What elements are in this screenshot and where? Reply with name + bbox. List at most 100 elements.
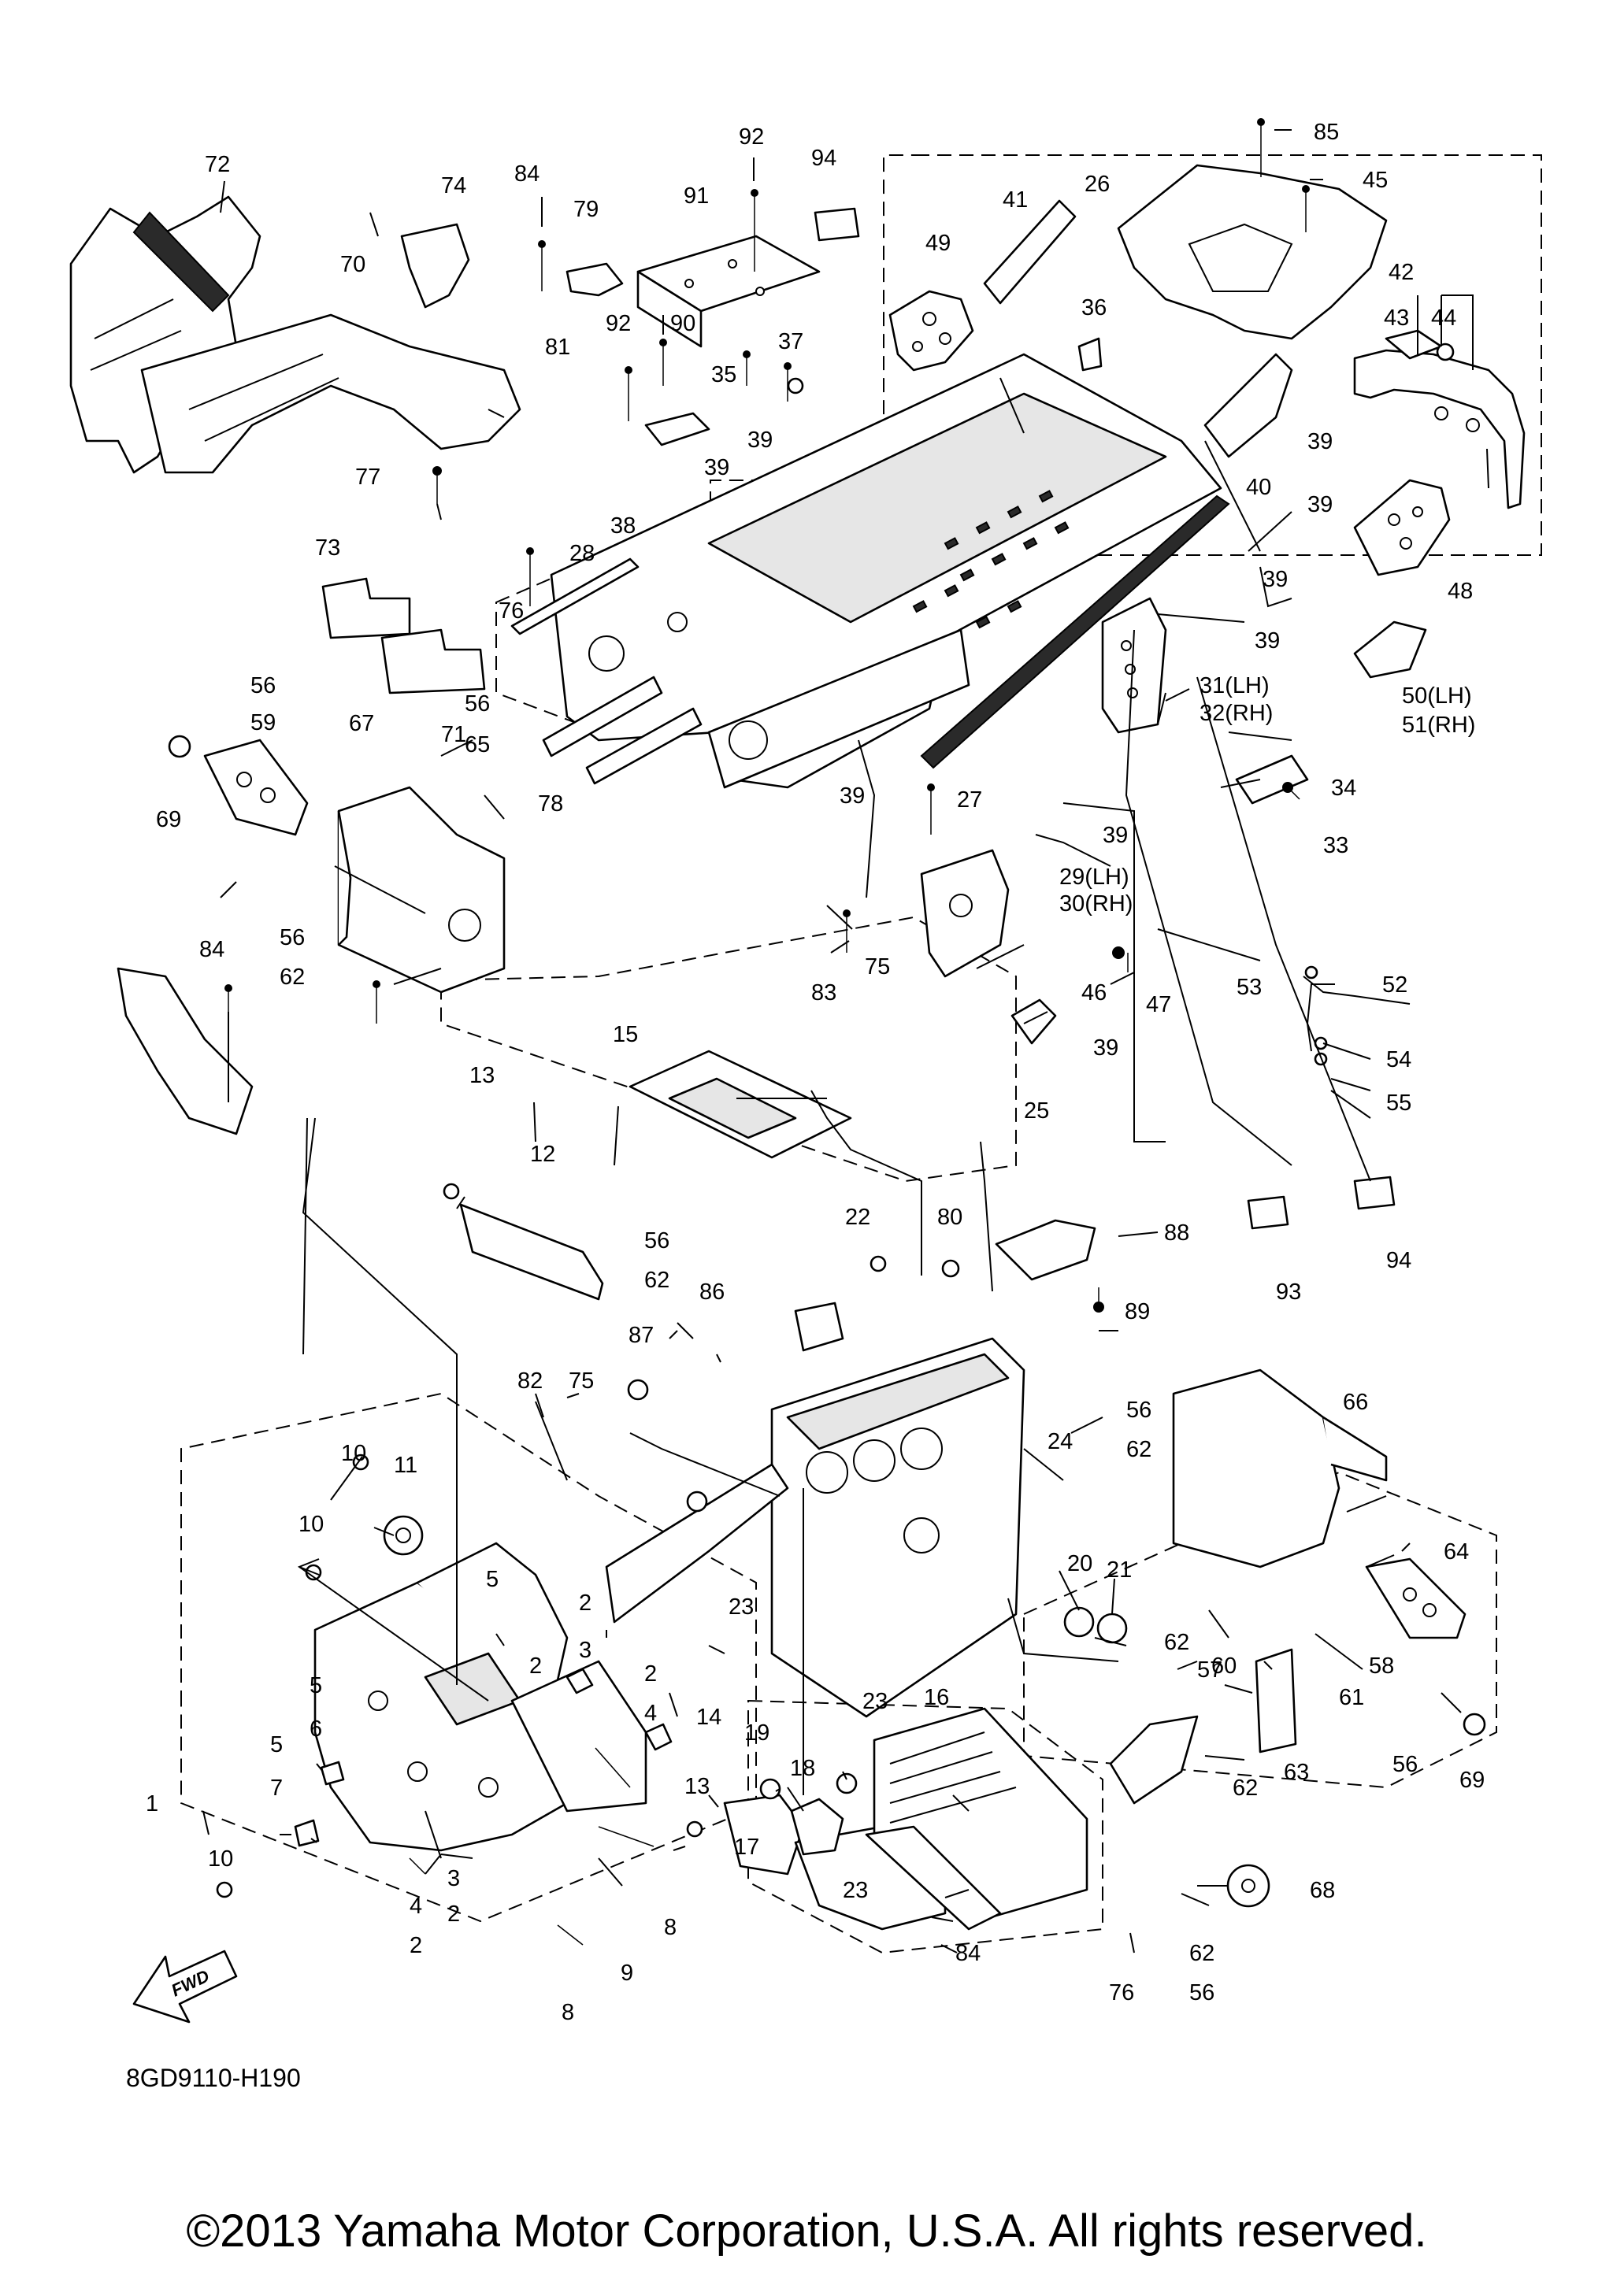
callout-63: 63 bbox=[1284, 1760, 1309, 1785]
callout-92: 92 bbox=[606, 311, 631, 336]
callout-56: 56 bbox=[1392, 1752, 1418, 1777]
grommet-69-left-part bbox=[168, 735, 191, 758]
bushing-17-part bbox=[790, 1798, 844, 1856]
callout-56: 56 bbox=[250, 673, 276, 698]
callout-1: 1 bbox=[146, 1791, 158, 1816]
callout-45: 45 bbox=[1363, 168, 1388, 193]
nose-cover-part bbox=[69, 195, 261, 474]
bracket-31-32-part bbox=[1101, 597, 1167, 734]
callout-4: 4 bbox=[644, 1701, 657, 1726]
callout-3: 3 bbox=[447, 1866, 460, 1891]
callout-50-lh: 50(LH) bbox=[1402, 683, 1472, 709]
callout-14: 14 bbox=[696, 1705, 721, 1730]
callout-60: 60 bbox=[1211, 1653, 1237, 1679]
bearing-20-part bbox=[1063, 1606, 1095, 1638]
label-94-part bbox=[1353, 1176, 1396, 1210]
callout-10: 10 bbox=[208, 1846, 233, 1872]
bar-12-part bbox=[459, 1203, 604, 1301]
callout-69: 69 bbox=[1459, 1768, 1485, 1793]
bracket-61-part bbox=[1255, 1648, 1297, 1753]
callout-12: 12 bbox=[530, 1142, 555, 1167]
callout-5: 5 bbox=[486, 1567, 499, 1592]
callout-25: 25 bbox=[1024, 1098, 1049, 1124]
bushing-6-part bbox=[320, 1761, 345, 1786]
center-frame-part bbox=[770, 1302, 1025, 1718]
callout-40: 40 bbox=[1246, 475, 1271, 500]
callout-53: 53 bbox=[1237, 975, 1262, 1000]
callout-62: 62 bbox=[644, 1268, 669, 1293]
hub-68-part bbox=[1226, 1864, 1270, 1908]
callout-56: 56 bbox=[280, 925, 305, 950]
bracket-41-part bbox=[983, 199, 1077, 305]
callout-69: 69 bbox=[156, 807, 181, 832]
callout-21: 21 bbox=[1107, 1557, 1132, 1583]
callout-39: 39 bbox=[1103, 823, 1128, 848]
callout-76: 76 bbox=[499, 598, 524, 624]
callout-39: 39 bbox=[1093, 1035, 1118, 1061]
clip-79-part bbox=[565, 262, 624, 297]
suspension-bracket-part bbox=[313, 1542, 647, 1852]
bumper-67-part bbox=[337, 786, 506, 994]
callout-39: 39 bbox=[1307, 492, 1333, 517]
callout-84: 84 bbox=[955, 1941, 981, 1966]
tunnel-frame-part bbox=[550, 353, 1222, 789]
rail-78-part bbox=[542, 676, 703, 785]
callout-23: 23 bbox=[843, 1878, 868, 1903]
callout-39: 39 bbox=[1255, 628, 1280, 654]
callout-66: 66 bbox=[1343, 1390, 1368, 1415]
callout-4: 4 bbox=[410, 1894, 422, 1919]
shroud-84-left-part bbox=[117, 967, 254, 1135]
callout-75: 75 bbox=[865, 954, 890, 980]
callout-70: 70 bbox=[340, 252, 365, 277]
callout-65: 65 bbox=[465, 732, 490, 757]
grommet-69-right-part bbox=[1463, 1713, 1486, 1736]
callout-49: 49 bbox=[925, 231, 951, 256]
callout-23: 23 bbox=[729, 1594, 754, 1620]
callout-90: 90 bbox=[670, 311, 695, 336]
group-boundary-center-frame bbox=[440, 916, 1017, 1183]
callout-48: 48 bbox=[1448, 579, 1473, 604]
callout-31-lh: 31(LH) bbox=[1200, 673, 1270, 698]
callout-46: 46 bbox=[1081, 980, 1107, 1005]
callout-85: 85 bbox=[1314, 120, 1339, 145]
hood-panel-part bbox=[140, 313, 521, 474]
callout-6: 6 bbox=[310, 1716, 322, 1742]
callout-88: 88 bbox=[1164, 1220, 1189, 1246]
plate-91-part bbox=[636, 235, 821, 348]
callout-22: 22 bbox=[845, 1205, 870, 1230]
callout-2: 2 bbox=[644, 1661, 657, 1687]
bushing-3-part bbox=[565, 1668, 594, 1694]
callout-3: 3 bbox=[579, 1638, 591, 1663]
bracket-74-part bbox=[400, 223, 470, 309]
rail-27-part bbox=[920, 494, 1230, 769]
callout-92: 92 bbox=[739, 124, 764, 150]
bolt-set bbox=[224, 118, 1310, 1946]
callout-71: 71 bbox=[441, 722, 466, 747]
nut-19-part bbox=[759, 1778, 781, 1800]
callout-42: 42 bbox=[1389, 260, 1414, 285]
callout-5: 5 bbox=[310, 1673, 322, 1698]
plate-90-part bbox=[644, 412, 710, 446]
bumper-66-part bbox=[1172, 1368, 1388, 1568]
callout-54: 54 bbox=[1386, 1047, 1411, 1072]
callout-81: 81 bbox=[545, 335, 570, 360]
clamp-18-part bbox=[836, 1772, 858, 1794]
bracket-46-part bbox=[1010, 998, 1057, 1045]
callout-8: 8 bbox=[664, 1915, 677, 1940]
callout-2: 2 bbox=[410, 1933, 422, 1958]
callout-26: 26 bbox=[1085, 172, 1110, 197]
callout-74: 74 bbox=[441, 173, 466, 198]
callout-84: 84 bbox=[199, 937, 224, 962]
callout-19: 19 bbox=[744, 1720, 769, 1746]
callout-7: 7 bbox=[270, 1776, 283, 1801]
callout-51-rh: 51(RH) bbox=[1402, 713, 1475, 738]
callout-75: 75 bbox=[569, 1368, 594, 1394]
callout-30-rh: 30(RH) bbox=[1059, 891, 1133, 917]
guard-60-part bbox=[1109, 1715, 1199, 1805]
label-94-top-part bbox=[814, 207, 860, 242]
callout-79: 79 bbox=[573, 197, 599, 222]
callout-78: 78 bbox=[538, 791, 563, 817]
plate-48-part bbox=[1353, 479, 1451, 576]
callout-56: 56 bbox=[1126, 1398, 1151, 1423]
callout-37: 37 bbox=[778, 329, 803, 354]
